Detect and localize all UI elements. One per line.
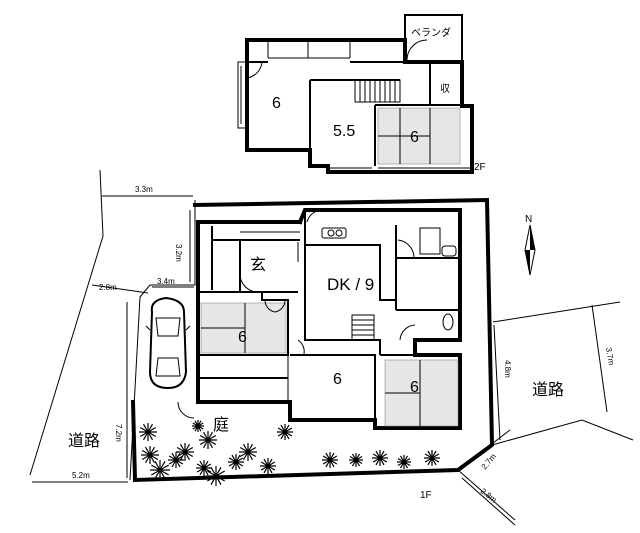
dim-se-diag: 2.7m: [480, 452, 499, 472]
tree-icon: [349, 453, 363, 467]
room-1f-6-center: 6: [333, 371, 342, 388]
dim-top-width: 3.3m: [135, 185, 153, 194]
north-arrow-icon: N: [524, 214, 536, 276]
dim-road-east: 3.7m: [604, 347, 616, 366]
room-1f-6-west: 6: [238, 329, 247, 346]
tree-icon: [228, 454, 244, 470]
stairs-1f: [351, 314, 375, 341]
road-west-label: 道路: [68, 432, 100, 450]
second-floor-plan: 6 5.5 6 収 ベランダ 2F: [237, 14, 486, 174]
site-boundary: [29, 169, 634, 521]
tree-icon: [150, 460, 170, 480]
tree-icon: [192, 420, 204, 432]
dim-bottom-width: 5.2m: [72, 471, 90, 480]
room-1f-garden: 庭: [213, 416, 229, 434]
dim-driveway: 3.4m: [157, 277, 175, 286]
car-icon: [145, 296, 191, 390]
room-2f-6-west: 6: [272, 95, 281, 112]
room-2f-veranda: ベランダ: [411, 26, 451, 39]
tree-icon: [239, 443, 257, 461]
room-1f-dk: DK / 9: [327, 275, 374, 294]
room-1f-entrance: 玄: [250, 256, 266, 274]
tree-icon: [196, 460, 212, 476]
tree-icon: [199, 431, 217, 449]
garden-trees: [139, 420, 440, 486]
tree-icon: [139, 423, 157, 441]
floor-label-2f: 2F: [474, 162, 486, 173]
tree-icon: [397, 455, 411, 469]
room-2f-5.5: 5.5: [333, 123, 355, 140]
room-1f-6-east: 6: [410, 379, 419, 396]
room-2f-storage: 収: [440, 83, 450, 95]
stairs-2f: [354, 79, 401, 103]
tree-icon: [424, 450, 440, 466]
dim-west-side: 7.2m: [114, 424, 123, 442]
dim-corner-diag: 2.8m: [99, 283, 117, 292]
compass-north-label: N: [525, 214, 532, 225]
tree-icon: [372, 450, 388, 466]
dim-east-side: 4.8m: [503, 360, 512, 378]
tree-icon: [277, 424, 293, 440]
room-2f-6-east: 6: [410, 129, 419, 146]
floor-label-1f: 1F: [420, 490, 432, 501]
road-east-label: 道路: [532, 381, 564, 399]
tree-icon: [322, 452, 338, 468]
dim-left-depth: 3.2m: [174, 244, 183, 262]
first-floor-plan: DK / 9 玄 6 6 6 庭 1F: [145, 208, 462, 501]
tree-icon: [206, 466, 226, 486]
tree-icon: [260, 458, 276, 474]
tree-icon: [141, 446, 159, 464]
tree-icon: [168, 452, 184, 468]
